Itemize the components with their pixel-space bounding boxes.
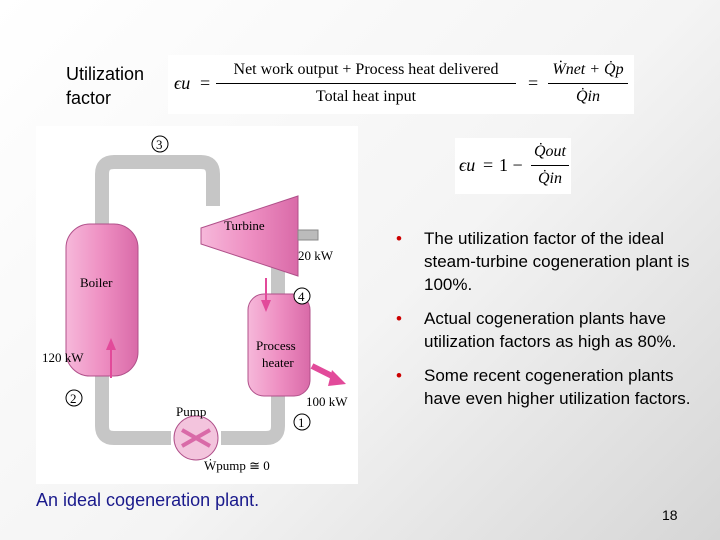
pump-impeller	[181, 428, 211, 448]
utilization-equation-short: ϵu = 1 − Q̇out Q̇in	[455, 138, 571, 194]
bullet-text-2: Actual cogeneration plants have utilizat…	[424, 309, 677, 351]
bullet-text-3: Some recent cogeneration plants have eve…	[424, 366, 691, 408]
bullet-item-2: • Actual cogeneration plants have utiliza…	[394, 307, 694, 353]
bullet-dot: •	[396, 366, 402, 385]
eq1-word-numerator: Net work output + Process heat delivered	[233, 61, 499, 78]
bullet-item-1: • The utilization factor of the ideal ste…	[394, 227, 694, 296]
eq2-denominator: Q̇in	[538, 170, 562, 187]
state-4-label: 4	[298, 289, 305, 304]
eq2-numerator: Q̇out	[534, 143, 566, 160]
bullet-dot: •	[396, 229, 402, 248]
eq1-word-bar	[216, 83, 516, 84]
bullet-item-3: • Some recent cogeneration plants have ev…	[394, 364, 694, 410]
pump-work-label: Ẇpump ≅ 0	[204, 458, 270, 473]
state-1-marker: 1	[293, 413, 311, 431]
eq1-sym-bar	[548, 83, 628, 84]
boiler	[65, 223, 139, 377]
eq1-equals: =	[200, 73, 211, 93]
cogeneration-diagram-svg: Turbine 20 kW Boiler 120 kW Process heat…	[42, 135, 348, 473]
state-3-marker: 3	[151, 135, 169, 153]
turbine-shaft	[297, 229, 319, 241]
state-3-label: 3	[156, 137, 163, 152]
process-heater	[247, 293, 311, 397]
eq1-sym-fraction: Ẇnet + Q̇p Q̇in	[548, 60, 628, 107]
heat-in-label: 120 kW	[42, 350, 84, 365]
eq2-one: 1 −	[499, 155, 523, 175]
state-2-marker: 2	[65, 389, 83, 407]
eq1-sym-denominator: Q̇in	[576, 88, 600, 105]
eq2-bar	[531, 165, 569, 166]
eq1-word-fraction: Net work output + Process heat delivered…	[216, 60, 516, 107]
eq1-lhs: ϵu	[174, 73, 191, 93]
flow-arrow-down-head	[261, 300, 271, 312]
diagram-caption: An ideal cogeneration plant.	[36, 490, 260, 510]
heater-label-line1: Process	[256, 338, 296, 353]
bullet-dot: •	[396, 309, 402, 328]
cogeneration-diagram: Turbine 20 kW Boiler 120 kW Process heat…	[36, 126, 358, 484]
eq1-sym-numerator: Ẇnet + Q̇p	[552, 61, 624, 78]
label-line2: factor	[66, 88, 112, 108]
heat-out-label: 100 kW	[306, 394, 348, 409]
turbine	[200, 195, 299, 277]
eq2-equals: =	[483, 155, 494, 175]
pipe-pump-to-boiler	[95, 374, 171, 445]
label-line1: Utilization	[66, 64, 145, 84]
eq2-lhs: ϵu	[459, 155, 476, 175]
pump-label: Pump	[176, 404, 206, 419]
heat-in-arrowhead	[106, 338, 116, 350]
pipe-boiler-to-turbine	[95, 155, 220, 226]
heat-out-arrowhead	[328, 370, 346, 386]
state-4-marker: 4	[293, 287, 311, 305]
state-1-label: 1	[298, 415, 305, 430]
eq1-equals-2: =	[528, 73, 539, 93]
state-2-label: 2	[70, 391, 77, 406]
boiler-label: Boiler	[80, 275, 113, 290]
bullet-list: • The utilization factor of the ideal ste…	[394, 227, 694, 421]
heater-label-line2: heater	[262, 355, 294, 370]
eq2-fraction: Q̇out Q̇in	[531, 142, 569, 189]
utilization-factor-label: Utilization factor	[66, 62, 166, 110]
bullet-text-1: The utilization factor of the ideal stea…	[424, 229, 690, 294]
turbine-label: Turbine	[224, 218, 265, 233]
eq1-word-denominator: Total heat input	[315, 88, 417, 105]
utilization-equation-full: ϵu = Net work output + Process heat deli…	[168, 55, 634, 114]
page-number: 18	[662, 507, 678, 523]
pipe-heater-to-pump	[221, 394, 285, 445]
turbine-work-label: 20 kW	[298, 248, 334, 263]
